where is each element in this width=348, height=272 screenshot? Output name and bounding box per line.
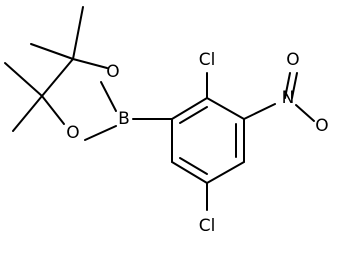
- ring-bond-2: [206, 97, 245, 120]
- atom-label-ring-oxygen-top: O: [106, 62, 119, 82]
- atom-label-chlorine-top: Cl: [199, 50, 216, 70]
- methyl-bond-bottom-left: [4, 62, 43, 97]
- ring-double-bond-inner-1: [179, 106, 208, 124]
- ring-bond-1: [171, 97, 208, 120]
- dioxaborolane-ring: [41, 58, 117, 141]
- bond-nitro-to-oxygen-top-double: [291, 72, 298, 99]
- bond-nitro-to-oxygen-top: [284, 72, 291, 99]
- bond-ring-to-nitro: [243, 103, 276, 120]
- bond-carbon-to-oxygen-bottom: [41, 95, 65, 125]
- methyl-bond-top-right: [72, 6, 84, 60]
- benzene-ring: [171, 97, 245, 184]
- atom-label-ring-oxygen-bottom: O: [66, 123, 79, 143]
- atom-label-nitro-nitrogen: N: [282, 88, 295, 108]
- atom-label-chlorine-bottom: Cl: [199, 216, 216, 236]
- bond-oxygen-top-to-carbon: [72, 58, 108, 69]
- bond-boron-to-oxygen-bottom: [84, 125, 117, 141]
- bond-nitro-to-oxygen-bottom: [295, 104, 315, 122]
- methyl-bond-bottom-down: [12, 95, 43, 132]
- ring-bond-4: [206, 161, 245, 184]
- bond-carbon-to-carbon: [41, 58, 74, 97]
- bond-boron-to-oxygen-top: [100, 81, 117, 112]
- ring-bond-5: [171, 161, 208, 184]
- methyl-bond-top-left: [30, 43, 74, 60]
- ring-double-bond-inner-3: [179, 157, 208, 175]
- atom-label-boron: B: [118, 109, 130, 129]
- atom-label-nitro-oxygen-bottom: O: [315, 116, 328, 136]
- atom-label-nitro-oxygen-top: O: [286, 50, 299, 70]
